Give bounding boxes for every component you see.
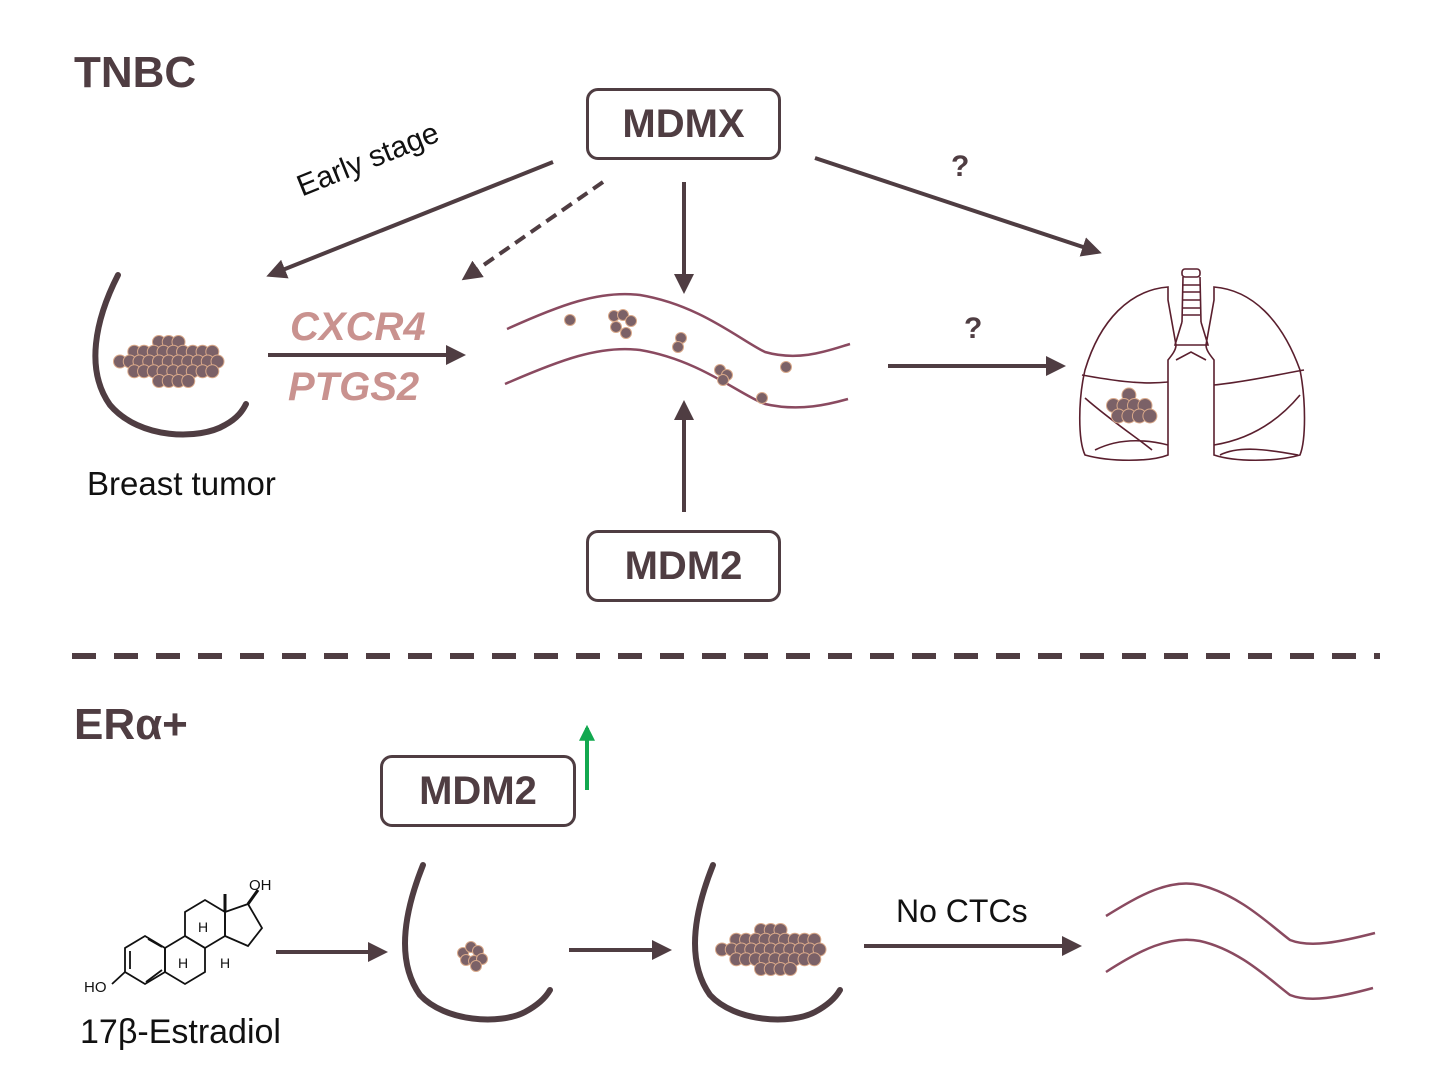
mdm2-box-tnbc: MDM2 — [586, 530, 781, 602]
circulating-tumor-cells — [564, 309, 792, 404]
breast-outline-large-tumor — [692, 862, 843, 1023]
tumor-cell — [620, 327, 632, 339]
tumor-cell — [564, 314, 576, 326]
small-tumor-cluster — [457, 941, 488, 972]
lung-metastasis-cluster — [1106, 387, 1158, 424]
tumor-cell — [756, 392, 768, 404]
tumor-cell — [783, 962, 798, 976]
vessel-wall-top — [506, 292, 851, 358]
gene-ptgs2: PTGS2 — [288, 365, 420, 409]
er-vessel-wall-bottom — [1105, 938, 1374, 1000]
gene-cxcr4: CXCR4 — [290, 305, 426, 349]
mdm2-box-er: MDM2 — [380, 755, 576, 827]
mdmx-to-lung-arrow — [814, 156, 1102, 257]
estradiol-molecule-icon — [111, 889, 264, 986]
estradiol-label: 17β-Estradiol — [80, 1013, 281, 1051]
tumor-cell — [780, 361, 792, 373]
large-tumor-cluster — [715, 923, 827, 976]
dashed-arrow-to-vessel — [461, 180, 605, 281]
breast-outline-small-tumor — [402, 862, 553, 1023]
molecule-h-3: H — [220, 955, 230, 971]
tnbc-section-title: TNBC — [74, 48, 197, 97]
no-ctcs-label: No CTCs — [896, 893, 1028, 929]
tumor-cell — [205, 364, 220, 379]
molecule-ho-left: HO — [84, 979, 107, 996]
er-vessel-wall-top — [1105, 882, 1376, 945]
breast-tumor-label: Breast tumor — [87, 465, 276, 502]
question-mark-direct: ? — [951, 150, 970, 183]
molecule-h-2: H — [198, 919, 208, 935]
breast-outline — [92, 272, 249, 438]
er-section-title: ERα+ — [74, 700, 188, 749]
breast-tumor-cluster — [113, 335, 225, 388]
early-stage-arrow — [266, 160, 554, 279]
tumor-cell — [625, 315, 637, 327]
tumor-cell — [470, 960, 482, 972]
tumor-cell — [717, 374, 729, 386]
molecule-h-1: H — [178, 955, 188, 971]
tumor-cell — [1142, 408, 1158, 424]
molecule-oh-top: OH — [249, 877, 272, 894]
mdmx-box: MDMX — [586, 88, 781, 160]
tumor-cell — [617, 309, 629, 321]
vessel-wall-bottom — [504, 347, 849, 409]
tumor-cell — [807, 952, 822, 967]
lungs-icon — [1078, 268, 1306, 462]
tumor-cell — [672, 341, 684, 353]
tumor-cell — [181, 374, 196, 388]
tumor-cell — [610, 321, 622, 333]
question-mark-vessel: ? — [964, 312, 983, 345]
